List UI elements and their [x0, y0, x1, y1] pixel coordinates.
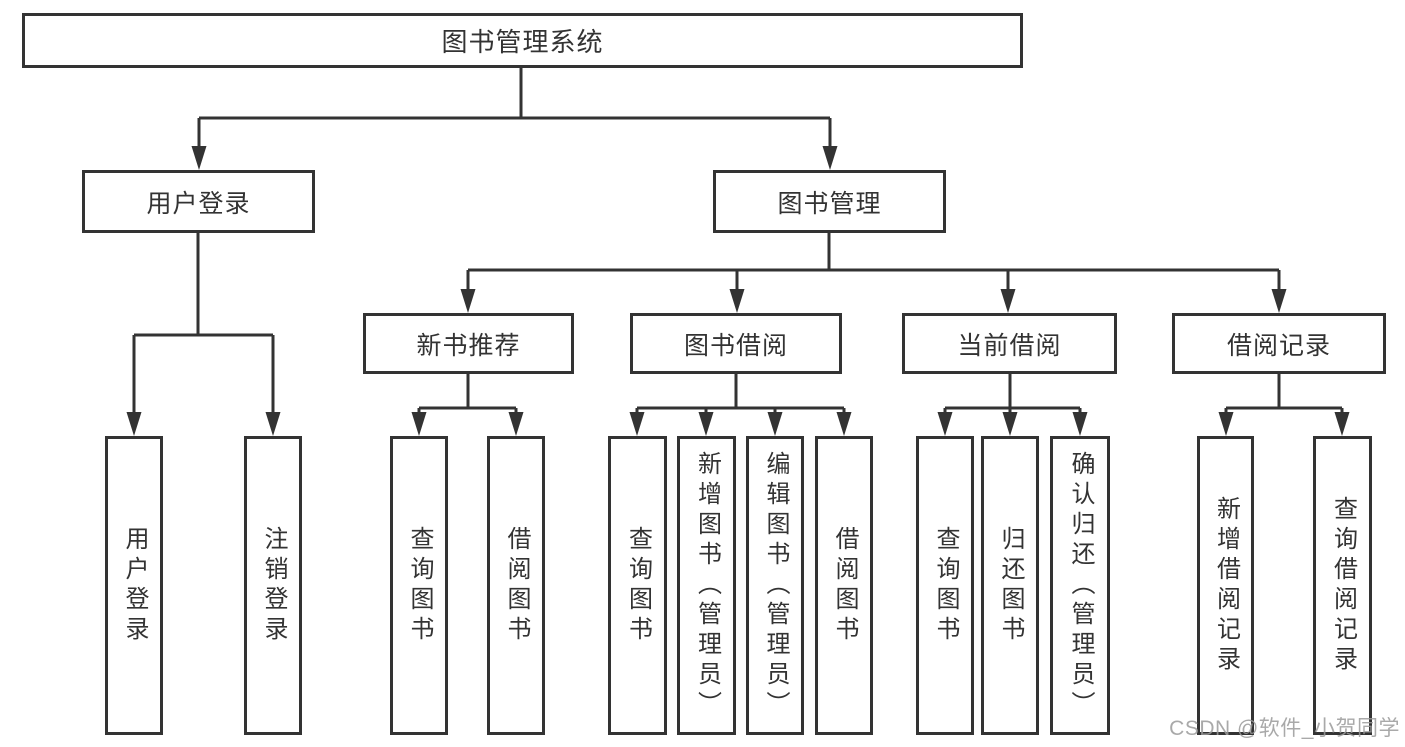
leaf-label: 新增借阅记录 [1212, 495, 1240, 676]
node-borrow-records: 借阅记录 [1172, 313, 1386, 374]
leaf-query-books-borrow: 查询图书 [608, 436, 667, 735]
connector-records-arrowheads [1218, 412, 1350, 436]
arrowhead-down-icon [836, 412, 852, 436]
leaf-logout: 注销登录 [244, 436, 302, 735]
arrowhead-down-icon [1000, 289, 1016, 313]
arrowhead-down-icon [729, 289, 745, 313]
arrowhead-down-icon [1218, 412, 1234, 436]
arrowhead-down-icon [629, 412, 645, 436]
arrowhead-down-icon [508, 412, 524, 436]
connector-borrow-arrowheads [629, 412, 852, 436]
node-new-book-recommend: 新书推荐 [363, 313, 574, 374]
leaf-label: 借阅图书 [503, 525, 530, 646]
connector-line [943, 374, 1082, 416]
node-book-manage: 图书管理 [713, 170, 946, 233]
connector-manage-arrowheads [460, 289, 1287, 313]
node-label: 用户登录 [146, 189, 251, 218]
leaf-label: 查询借阅记录 [1329, 495, 1357, 676]
leaf-query-books-recommend: 查询图书 [390, 436, 448, 735]
leaf-query-borrow-record: 查询借阅记录 [1313, 436, 1372, 735]
arrowhead-down-icon [411, 412, 427, 436]
connector-current-arrowheads [937, 412, 1088, 436]
leaf-label: 用户登录 [121, 525, 148, 646]
connector-recommend-arrowheads [411, 412, 524, 436]
leaf-add-book-admin: 新增图书（管理员） [677, 436, 736, 735]
arrowhead-down-icon [460, 289, 476, 313]
node-current-borrow: 当前借阅 [902, 313, 1117, 374]
leaf-borrow-books-recommend: 借阅图书 [487, 436, 545, 735]
node-label: 借阅记录 [1226, 331, 1331, 360]
connector-root-to-level2 [197, 68, 832, 150]
arrowhead-down-icon [698, 412, 714, 436]
leaf-label: 查询图书 [932, 525, 959, 646]
connector-line [197, 68, 832, 150]
connector-user-to-leaves [132, 233, 275, 416]
connector-manage-to-level3 [466, 233, 1281, 293]
node-user-login: 用户登录 [82, 170, 315, 233]
connector-line [635, 374, 846, 416]
leaf-edit-book-admin: 编辑图书（管理员） [746, 436, 804, 735]
connector-line [1224, 374, 1344, 416]
arrowhead-down-icon [191, 146, 207, 170]
node-root-library-system: 图书管理系统 [22, 13, 1023, 68]
node-book-borrow: 图书借阅 [630, 313, 842, 374]
leaf-borrow-books: 借阅图书 [815, 436, 873, 735]
arrowhead-down-icon [1334, 412, 1350, 436]
leaf-label: 编辑图书（管理员） [762, 450, 789, 721]
connector-line [417, 374, 518, 416]
connector-line [132, 233, 275, 416]
leaf-query-books-current: 查询图书 [916, 436, 974, 735]
csdn-watermark: CSDN @软件_小贺同学 [1169, 717, 1400, 740]
leaf-return-books: 归还图书 [981, 436, 1039, 735]
leaf-label: 借阅图书 [831, 525, 858, 646]
leaf-add-borrow-record: 新增借阅记录 [1197, 436, 1254, 735]
leaf-label: 查询图书 [624, 525, 652, 646]
node-label: 图书借阅 [683, 331, 788, 360]
leaf-confirm-return-admin: 确认归还（管理员） [1050, 436, 1110, 735]
connector-line [466, 233, 1281, 293]
leaf-label: 新增图书（管理员） [693, 450, 721, 721]
arrowhead-down-icon [822, 146, 838, 170]
connector-recommend-to-leaves [417, 374, 518, 416]
leaf-label: 注销登录 [260, 525, 287, 646]
arrowhead-down-icon [1072, 412, 1088, 436]
leaf-label: 查询图书 [406, 525, 433, 646]
arrowhead-down-icon [126, 412, 142, 436]
node-label: 新书推荐 [416, 331, 521, 360]
arrowhead-down-icon [937, 412, 953, 436]
arrowhead-down-icon [1271, 289, 1287, 313]
node-label: 图书管理系统 [441, 27, 604, 57]
arrowhead-down-icon [767, 412, 783, 436]
connector-user-arrowheads [126, 412, 281, 436]
node-label: 当前借阅 [957, 331, 1062, 360]
connector-root-arrowheads [191, 146, 838, 170]
leaf-label: 归还图书 [997, 525, 1024, 646]
connector-records-to-leaves [1224, 374, 1344, 416]
leaf-user-login: 用户登录 [105, 436, 163, 735]
arrowhead-down-icon [265, 412, 281, 436]
connector-borrow-to-leaves [635, 374, 846, 416]
node-label: 图书管理 [777, 189, 882, 218]
leaf-label: 确认归还（管理员） [1067, 450, 1094, 721]
connector-current-to-leaves [943, 374, 1082, 416]
arrowhead-down-icon [1002, 412, 1018, 436]
